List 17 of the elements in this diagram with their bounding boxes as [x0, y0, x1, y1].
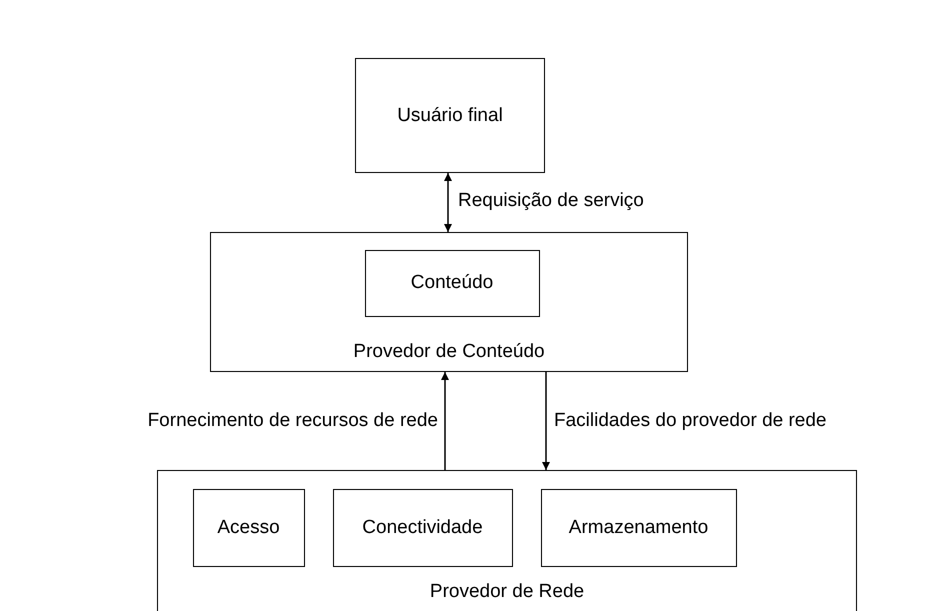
process-box [355, 58, 545, 173]
arrow [542, 372, 550, 470]
node-label: Conteúdo [410, 272, 494, 294]
process-box [332, 488, 512, 566]
process-box [192, 488, 304, 566]
node-label: Provedor de Conteúdo [352, 341, 546, 363]
node-label: Usuário final [396, 104, 504, 126]
node-label: Acesso [216, 516, 281, 538]
process-box [364, 250, 540, 316]
container-box [157, 470, 857, 611]
arrow [444, 173, 452, 232]
node-label: Conectividade [361, 516, 484, 538]
arrow [441, 372, 449, 470]
node-label: Provedor de Rede [428, 581, 586, 603]
node-label: Armazenamento [568, 516, 710, 538]
process-box [540, 488, 736, 566]
container-box [210, 232, 688, 372]
